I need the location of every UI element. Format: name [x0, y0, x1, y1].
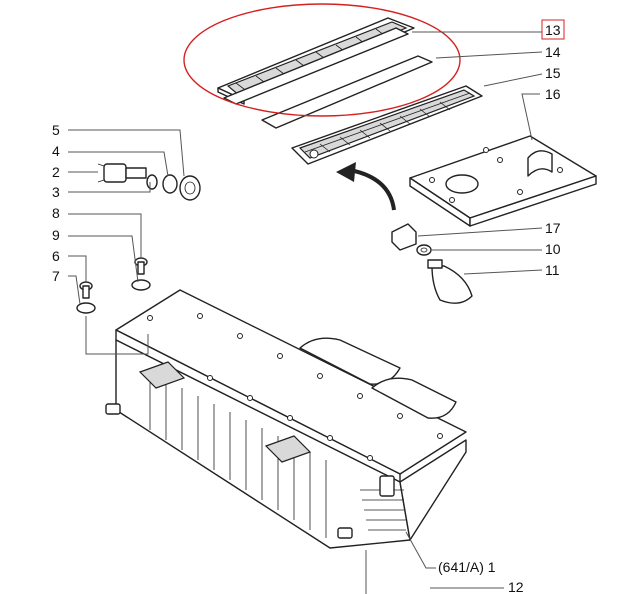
bolt-part-6[interactable]: [79, 281, 93, 299]
cover-plate-part-16[interactable]: [409, 135, 597, 227]
label-part-15: 15: [545, 65, 561, 81]
grommet-part-5[interactable]: [179, 175, 201, 201]
label-part-2: 2: [52, 164, 60, 180]
washer-part-7[interactable]: [76, 302, 96, 314]
label-part-11: 11: [545, 262, 560, 278]
label-part-1: (641/A) 1: [438, 559, 496, 575]
washer-part-3[interactable]: [146, 174, 158, 190]
label-part-10: 10: [545, 241, 561, 257]
filter-seal-part-14[interactable]: [261, 55, 433, 129]
label-part-17: 17: [545, 220, 561, 236]
assembly-arrow: [349, 168, 396, 211]
label-part-5: 5: [52, 122, 60, 138]
label-part-14: 14: [545, 44, 561, 60]
arrow-head: [336, 162, 356, 182]
label-part-13: 13: [545, 22, 561, 38]
label-part-4: 4: [52, 143, 60, 159]
label-part-9: 9: [52, 227, 60, 243]
filter-housing-part-1[interactable]: [105, 289, 467, 549]
highlight-ellipse: [183, 3, 461, 117]
label-part-6: 6: [52, 248, 60, 264]
sensor-part-2[interactable]: [97, 163, 147, 183]
washer-part-9[interactable]: [131, 279, 151, 291]
leader-lines: [68, 31, 543, 594]
filter-element-part-13[interactable]: [217, 17, 415, 105]
handle-part-11[interactable]: [427, 259, 473, 304]
label-part-12: 12: [508, 579, 524, 594]
label-part-7: 7: [52, 268, 60, 284]
label-part-16: 16: [545, 86, 561, 102]
label-13-box: [541, 19, 565, 40]
nut-part-4[interactable]: [162, 174, 178, 194]
rubber-block-part-17[interactable]: [391, 223, 417, 251]
label-part-8: 8: [52, 205, 60, 221]
washer-part-10[interactable]: [416, 244, 432, 256]
filter-grid-part-15[interactable]: [291, 85, 483, 165]
label-part-3: 3: [52, 184, 60, 200]
